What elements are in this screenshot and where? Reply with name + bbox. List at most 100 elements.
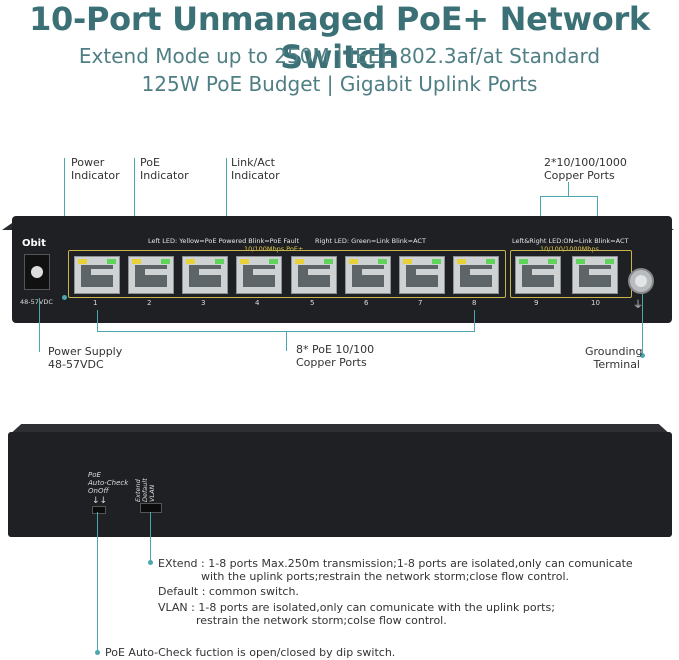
link-led	[215, 259, 224, 264]
port-socket	[81, 265, 115, 287]
ethernet-port-8[interactable]	[453, 256, 499, 294]
power-supply-callout: Power Supply 48-57VDC	[48, 345, 122, 371]
leader-line	[474, 310, 475, 332]
switch-label-line: PoE	[88, 471, 101, 479]
port-socket	[406, 265, 440, 287]
port-latch	[532, 269, 556, 275]
vlan-description: VLAN : 1-8 ports are isolated,only can c…	[158, 601, 555, 627]
ethernet-port-3[interactable]	[182, 256, 228, 294]
callout-line: Indicator	[71, 169, 120, 182]
leader-line	[134, 158, 135, 240]
switch-label-line: VLAN	[148, 484, 156, 502]
poe-ports-callout: 8* PoE 10/100 Copper Ports	[296, 343, 374, 369]
leader-dot	[95, 650, 100, 655]
poe-switch-label: PoE Auto-Check OnOff	[88, 471, 128, 495]
leader-line	[226, 158, 227, 240]
description-line: restrain the network storm;colse flow co…	[196, 614, 447, 627]
leader-line	[642, 294, 643, 356]
uplink-ports-callout: 2*10/100/1000 Copper Ports	[544, 156, 627, 182]
port-number: 2	[147, 299, 152, 307]
ethernet-port-10[interactable]	[572, 256, 618, 294]
leader-line	[150, 512, 151, 562]
port-number: 8	[472, 299, 477, 307]
ethernet-port-4[interactable]	[236, 256, 282, 294]
leader-line	[97, 512, 98, 652]
port-latch	[253, 269, 277, 275]
dc-power-jack	[24, 254, 50, 290]
link-indicator-callout: Link/Act Indicator	[231, 156, 280, 182]
port-number: 5	[310, 299, 315, 307]
power-indicator-callout: Power Indicator	[71, 156, 120, 182]
poe-led	[132, 259, 141, 264]
ethernet-port-7[interactable]	[399, 256, 445, 294]
port-socket	[352, 265, 386, 287]
callout-line: Power Supply	[48, 345, 123, 358]
port-socket	[189, 265, 223, 287]
callout-line: 8* PoE 10/100	[296, 343, 375, 356]
port-latch	[589, 269, 613, 275]
ethernet-port-1[interactable]	[74, 256, 120, 294]
poe-led	[457, 259, 466, 264]
leader-line	[97, 310, 98, 332]
led-legend-left: Left LED: Yellow=PoE Powered Blink=PoE F…	[148, 237, 300, 245]
port-number: 3	[201, 299, 206, 307]
mode-switch-label: Extend Default VLAN	[134, 474, 165, 502]
ethernet-port-2[interactable]	[128, 256, 174, 294]
ethernet-port-5[interactable]	[291, 256, 337, 294]
poe-port-group	[68, 250, 506, 298]
default-description: Default : common switch.	[158, 585, 299, 598]
callout-line: Grounding	[585, 345, 643, 358]
port-number: 1	[93, 299, 98, 307]
back-panel	[8, 432, 672, 537]
switch-label-line: OnOff	[88, 487, 109, 495]
callout-line: 2*10/100/1000	[544, 156, 627, 169]
port-number: 6	[364, 299, 369, 307]
dc-voltage-label: 48-57VDC	[20, 298, 53, 306]
dc-jack-socket	[31, 266, 43, 278]
ethernet-port-9[interactable]	[515, 256, 561, 294]
power-led	[62, 295, 67, 300]
poe-group-label: 10/100Mbps PoE+	[244, 245, 304, 253]
brand-logo: Obit	[22, 238, 46, 249]
port-latch	[91, 269, 115, 275]
link-led	[324, 259, 333, 264]
page-title: 10-Port Unmanaged PoE+ Network Switch	[29, 0, 650, 76]
callout-line: Terminal	[593, 358, 641, 371]
port-latch	[362, 269, 386, 275]
leader-line	[540, 196, 598, 197]
poe-led	[240, 259, 249, 264]
link-led	[486, 259, 495, 264]
callout-line: PoE	[140, 156, 160, 169]
description-line: with the uplink ports;restrain the netwo…	[201, 570, 570, 583]
callout-line: 48-57VDC	[48, 358, 104, 371]
front-panel	[12, 216, 672, 323]
mode-dip-switch[interactable]	[140, 503, 162, 513]
grounding-callout: Grounding Terminal	[585, 345, 643, 371]
link-led	[161, 259, 170, 264]
callout-line: Link/Act	[231, 156, 275, 169]
description-line: VLAN : 1-8 ports are isolated,only can c…	[158, 601, 555, 614]
port-latch	[416, 269, 440, 275]
poe-led	[78, 259, 87, 264]
port-socket	[243, 265, 277, 287]
port-socket	[522, 265, 556, 287]
poe-dip-switch[interactable]	[92, 506, 106, 514]
poe-indicator-callout: PoE Indicator	[140, 156, 189, 182]
link-led	[432, 259, 441, 264]
callout-line: Indicator	[140, 169, 189, 182]
port-number: 9	[534, 299, 539, 307]
port-socket	[135, 265, 169, 287]
poe-led	[186, 259, 195, 264]
leader-line	[286, 331, 287, 351]
port-latch	[308, 269, 332, 275]
port-latch	[145, 269, 169, 275]
grounding-screw	[628, 268, 654, 294]
subtitle-line-1: Extend Mode up to 250M | IEEE 802.3af/at…	[78, 44, 601, 68]
link-led	[576, 259, 585, 264]
link-led	[269, 259, 278, 264]
callout-line: Copper Ports	[296, 356, 367, 369]
poe-led	[349, 259, 358, 264]
ethernet-port-6[interactable]	[345, 256, 391, 294]
link-led	[605, 259, 614, 264]
ground-symbol-icon: ⏚	[633, 300, 643, 311]
